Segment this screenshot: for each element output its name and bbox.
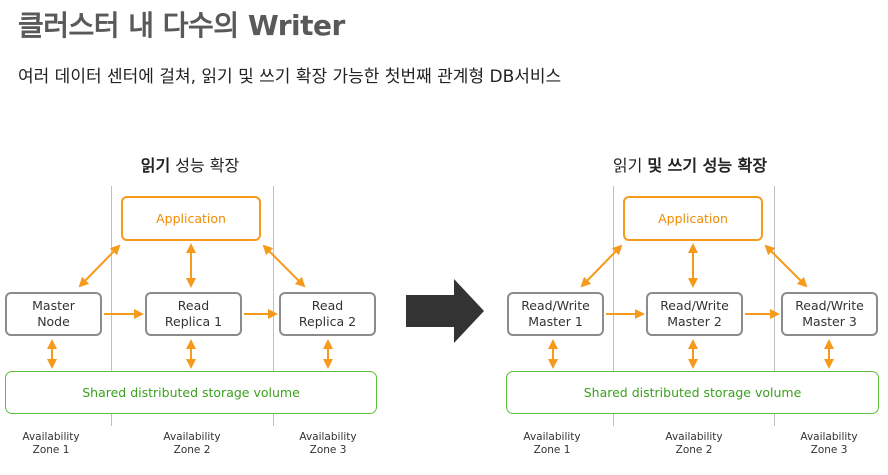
left-zone-2: Availability Zone 2: [163, 431, 221, 456]
left-application-box: Application: [121, 196, 261, 241]
left-zone-3: Availability Zone 3: [299, 431, 357, 456]
left-app-replica2-arrow: [262, 244, 306, 288]
zone-divider-left-2: [273, 186, 274, 426]
zone-divider-right-1: [613, 186, 614, 426]
page-title: 클러스터 내 다수의 Writer: [18, 9, 345, 42]
right-app-master1-arrow: [580, 244, 623, 288]
left-read-replica-2: Read Replica 2: [279, 292, 376, 336]
right-heading: 읽기 및 쓰기 성능 확장: [560, 152, 820, 176]
page-subtitle: 여러 데이터 센터에 걸쳐, 읽기 및 쓰기 확장 가능한 첫번째 관계형 DB…: [18, 67, 562, 87]
right-rw-master-3-label: Read/Write Master 3: [795, 298, 864, 329]
right-zone-3: Availability Zone 3: [800, 431, 858, 456]
right-rw-master-3: Read/Write Master 3: [781, 292, 878, 336]
zone-divider-right-2: [774, 186, 775, 426]
right-rw-master-2: Read/Write Master 2: [646, 292, 743, 336]
right-heading-plain: 읽기: [612, 156, 648, 175]
transition-arrow: [406, 279, 484, 343]
left-heading-rest: 성능 확장: [170, 156, 240, 175]
right-shared-storage-volume: Shared distributed storage volume: [506, 371, 879, 414]
right-heading-bold: 및 쓰기 성능 확장: [647, 156, 768, 175]
left-read-replica-1-label: Read Replica 1: [164, 298, 223, 329]
left-zone-1: Availability Zone 1: [22, 431, 80, 456]
left-heading: 읽기 성능 확장: [60, 152, 320, 176]
right-application-box: Application: [623, 196, 763, 241]
right-zone-1: Availability Zone 1: [523, 431, 581, 456]
left-read-replica-1: Read Replica 1: [145, 292, 242, 336]
zone-divider-left-1: [111, 186, 112, 426]
left-shared-storage-volume: Shared distributed storage volume: [5, 371, 377, 414]
left-heading-bold: 읽기: [140, 156, 171, 175]
right-rw-master-1: Read/Write Master 1: [507, 292, 604, 336]
right-app-master3-arrow: [764, 244, 808, 288]
left-read-replica-2-label: Read Replica 2: [298, 298, 357, 329]
right-rw-master-2-label: Read/Write Master 2: [660, 298, 729, 329]
right-zone-2: Availability Zone 2: [665, 431, 723, 456]
left-master-node: Master Node: [5, 292, 102, 336]
left-app-master-arrow: [78, 244, 121, 288]
right-rw-master-1-label: Read/Write Master 1: [521, 298, 590, 329]
left-master-node-label: Master Node: [32, 298, 75, 329]
